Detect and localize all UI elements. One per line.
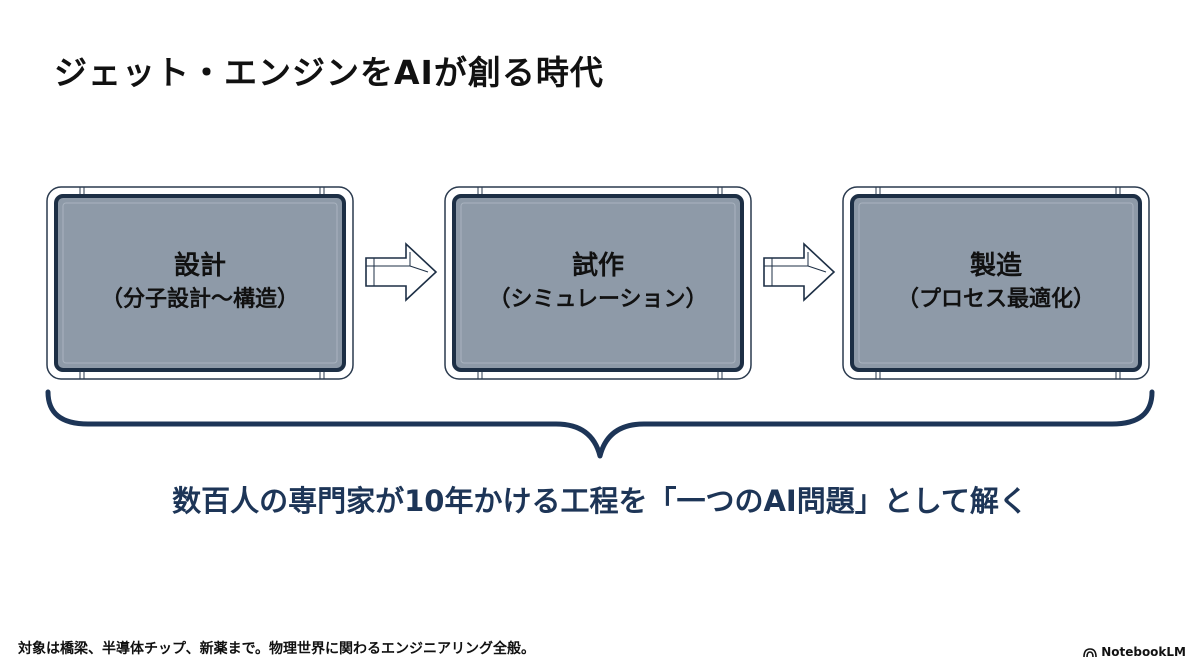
stage-frame bbox=[842, 186, 1150, 380]
footnote: 対象は橋梁、半導体チップ、新薬まで。物理世界に関わるエンジニアリング全般。 bbox=[18, 641, 536, 657]
curly-brace bbox=[45, 389, 1155, 459]
stage-text: 設計 （分子設計〜構造） bbox=[46, 186, 354, 380]
stage-frame bbox=[444, 186, 752, 380]
stage-detail: （プロセス最適化） bbox=[896, 287, 1095, 312]
stage-name: 試作 bbox=[571, 251, 624, 281]
notebooklm-logo-icon bbox=[1083, 647, 1097, 657]
brand-label: NotebookLM bbox=[1101, 645, 1186, 659]
stage-text: 試作 （シミュレーション） bbox=[444, 186, 752, 380]
arrow-right-icon bbox=[365, 242, 438, 302]
stage-manufacturing: 製造 （プロセス最適化） bbox=[842, 186, 1150, 380]
arrow-right-icon bbox=[763, 242, 836, 302]
slide-title: ジェット・エンジンをAIが創る時代 bbox=[54, 53, 604, 92]
notebooklm-brand: NotebookLM bbox=[1083, 645, 1186, 659]
stage-detail: （シミュレーション） bbox=[488, 287, 708, 312]
stage-prototype: 試作 （シミュレーション） bbox=[444, 186, 752, 380]
stage-detail: （分子設計〜構造） bbox=[100, 287, 299, 312]
stage-name: 製造 bbox=[969, 251, 1022, 281]
stage-name: 設計 bbox=[173, 251, 226, 281]
stage-text: 製造 （プロセス最適化） bbox=[842, 186, 1150, 380]
summary-statement: 数百人の専門家が10年かける工程を「一つのAI問題」として解く bbox=[172, 484, 1028, 518]
stage-design: 設計 （分子設計〜構造） bbox=[46, 186, 354, 380]
stage-frame bbox=[46, 186, 354, 380]
